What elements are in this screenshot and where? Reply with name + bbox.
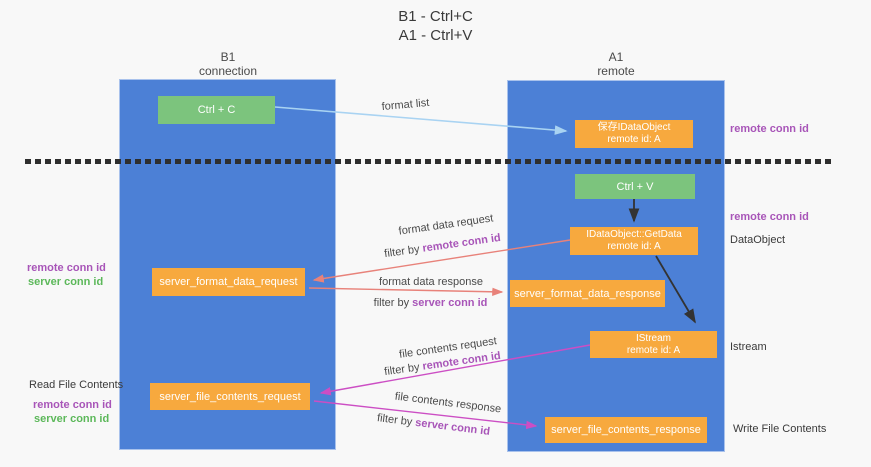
diagram-title: B1 - Ctrl+C A1 - Ctrl+V bbox=[0, 7, 871, 45]
ctrl-c-box: Ctrl + C bbox=[158, 96, 275, 124]
file-contents-response-filter: filter by server conn id bbox=[371, 411, 497, 438]
right-remote-conn-id-mid: remote conn id bbox=[730, 211, 809, 223]
dashed-separator bbox=[25, 159, 832, 164]
title-line-2: A1 - Ctrl+V bbox=[398, 27, 473, 44]
left-remote-conn-id-2: remote conn id bbox=[33, 399, 112, 411]
filter-by-text-2: filter by bbox=[373, 297, 413, 309]
ctrl-c-label: Ctrl + C bbox=[197, 104, 236, 116]
server-conn-id-highlight-1: server conn id bbox=[412, 297, 488, 309]
filter-by-text-4: filter by bbox=[376, 412, 417, 429]
column-header-a1: A1 remote bbox=[507, 50, 725, 78]
server-file-contents-response-label: server_file_contents_response bbox=[551, 424, 701, 436]
server-file-contents-request-label: server_file_contents_request bbox=[159, 390, 301, 403]
right-dataobject-label: DataObject bbox=[730, 234, 786, 246]
istream-line2: remote id: A bbox=[626, 344, 681, 356]
column-b1-subtitle: connection bbox=[198, 64, 258, 78]
column-header-b1: B1 connection bbox=[119, 50, 337, 78]
server-conn-id-highlight-2: server conn id bbox=[414, 416, 491, 438]
left-read-file-contents-label: Read File Contents bbox=[29, 379, 124, 391]
server-file-contents-request-box: server_file_contents_request bbox=[150, 383, 310, 410]
istream-box: IStream remote id: A bbox=[590, 331, 717, 358]
column-a1-name: A1 bbox=[608, 50, 624, 64]
filter-by-text-1: filter by bbox=[383, 242, 424, 261]
server-format-data-response-label: server_format_data_response bbox=[514, 287, 661, 300]
remote-conn-id-highlight-1: remote conn id bbox=[421, 231, 502, 255]
right-remote-conn-id-top: remote conn id bbox=[730, 123, 809, 135]
arrow-format-data-response bbox=[308, 287, 504, 296]
left-remote-conn-id-1: remote conn id bbox=[27, 262, 106, 274]
save-idataobject-line2: remote id: A bbox=[607, 134, 661, 145]
save-idataobject-line1: 保存IDataObject bbox=[597, 122, 671, 133]
column-b1-name: B1 bbox=[220, 50, 236, 64]
file-contents-response-label: file contents response bbox=[394, 390, 502, 416]
filter-by-text-3: filter by bbox=[383, 360, 424, 379]
server-format-data-response-box: server_format_data_response bbox=[510, 280, 665, 307]
getdata-box: IDataObject::GetData remote id: A bbox=[570, 227, 698, 255]
left-server-conn-id-1: server conn id bbox=[28, 276, 104, 288]
getdata-line1: IDataObject::GetData bbox=[586, 229, 682, 240]
format-list-label: format list bbox=[381, 96, 430, 114]
server-file-contents-response-box: server_file_contents_response bbox=[545, 417, 707, 443]
format-data-response-filter: filter by server conn id bbox=[368, 297, 493, 309]
format-data-response-label: format data response bbox=[379, 276, 483, 288]
column-a1-subtitle: remote bbox=[597, 64, 635, 78]
left-server-conn-id-2: server conn id bbox=[34, 413, 110, 425]
save-idataobject-box: 保存IDataObject remote id: A bbox=[575, 120, 693, 148]
ctrl-v-box: Ctrl + V bbox=[575, 174, 695, 199]
right-istream-label: Istream bbox=[730, 341, 767, 353]
ctrl-v-label: Ctrl + V bbox=[616, 180, 654, 193]
getdata-line2: remote id: A bbox=[607, 241, 661, 252]
server-format-data-request-label: server_format_data_request bbox=[159, 276, 298, 288]
server-format-data-request-box: server_format_data_request bbox=[152, 268, 305, 296]
title-line-1: B1 - Ctrl+C bbox=[398, 8, 473, 25]
istream-line1: IStream bbox=[635, 332, 671, 344]
right-write-file-contents-label: Write File Contents bbox=[733, 423, 827, 435]
